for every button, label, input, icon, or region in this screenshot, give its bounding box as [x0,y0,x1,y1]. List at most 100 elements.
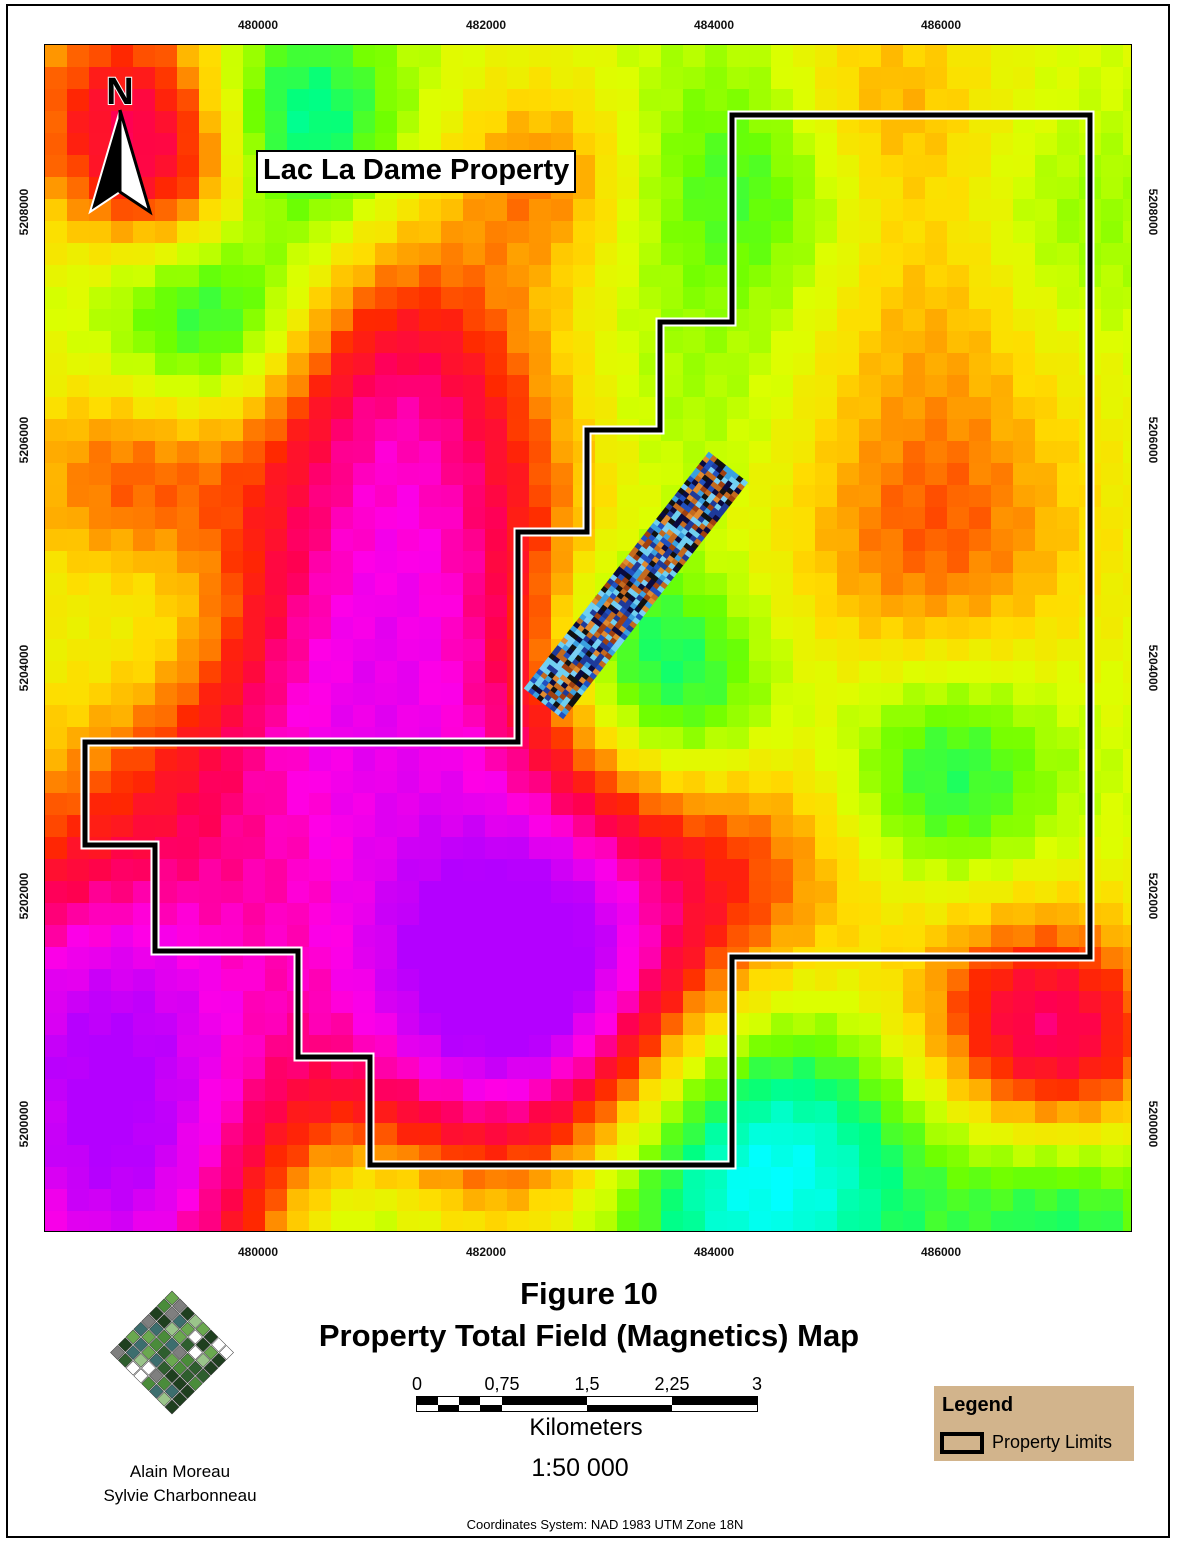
raster-cell [793,309,816,332]
raster-cell [375,771,398,794]
raster-cell [1057,133,1080,156]
raster-cell [991,529,1014,552]
raster-cell [1057,221,1080,244]
survey-cell [607,648,616,657]
raster-cell [1057,1035,1080,1058]
raster-cell [595,837,618,860]
raster-cell [441,1035,464,1058]
raster-cell [925,1013,948,1036]
raster-cell [529,947,552,970]
raster-cell [375,815,398,838]
raster-cell [727,881,750,904]
raster-cell [331,1167,354,1190]
raster-cell [859,133,882,156]
raster-cell [903,485,926,508]
raster-cell [331,749,354,772]
raster-cell [771,639,794,662]
raster-cell [947,177,970,200]
raster-cell [815,485,838,508]
raster-cell [287,1189,310,1212]
raster-cell [859,375,882,398]
raster-cell [1035,1211,1058,1231]
raster-cell [507,89,530,112]
logo-cell [156,1298,172,1314]
raster-cell [969,1189,992,1212]
raster-cell [1013,859,1036,882]
raster-cell [309,485,332,508]
north-arrow-icon: N [84,70,156,220]
raster-cell [155,67,178,90]
raster-cell [749,485,772,508]
raster-cell [89,947,112,970]
raster-cell [595,243,618,266]
raster-cell [969,837,992,860]
raster-cell [111,1101,134,1124]
survey-cell [647,596,656,605]
raster-cell [881,265,904,288]
raster-cell [375,661,398,684]
logo-cell [133,1321,149,1337]
raster-cell [573,925,596,948]
raster-cell [507,815,530,838]
raster-cell [463,265,486,288]
raster-cell [419,397,442,420]
raster-cell [617,903,640,926]
raster-cell [683,771,706,794]
raster-cell [485,309,508,332]
raster-cell [947,1167,970,1190]
magnetics-map[interactable] [44,44,1132,1232]
raster-cell [1057,287,1080,310]
raster-cell [45,485,68,508]
raster-cell [1013,133,1036,156]
survey-cell [659,581,669,590]
raster-cell [903,419,926,442]
raster-cell [353,463,376,486]
raster-cell [925,221,948,244]
raster-cell [551,1211,574,1231]
raster-cell [309,243,332,266]
raster-cell [111,991,134,1014]
raster-cell [507,287,530,310]
raster-cell [155,1101,178,1124]
raster-cell [947,727,970,750]
raster-cell [639,243,662,266]
raster-cell [67,419,90,442]
raster-cell [617,1123,640,1146]
raster-cell [661,1101,684,1124]
survey-cell [700,529,709,538]
raster-cell [375,903,398,926]
raster-cell [1057,925,1080,948]
raster-cell [815,881,838,904]
raster-cell [287,221,310,244]
raster-cell [309,595,332,618]
raster-cell [375,793,398,816]
raster-cell [89,353,112,376]
raster-cell [1013,1057,1036,1080]
raster-cell [419,1167,442,1190]
raster-cell [529,111,552,134]
raster-cell [287,1079,310,1102]
raster-cell [639,815,662,838]
raster-cell [1101,133,1124,156]
raster-cell [925,1145,948,1168]
raster-cell [661,1013,684,1036]
raster-cell [661,925,684,948]
raster-cell [991,1057,1014,1080]
raster-cell [177,859,200,882]
raster-cell [903,639,926,662]
raster-cell [485,925,508,948]
logo-cell [117,1337,133,1353]
raster-cell [661,133,684,156]
easting-tick-bottom: 486000 [920,1245,962,1259]
raster-cell [529,309,552,332]
raster-cell [45,111,68,134]
raster-cell [111,881,134,904]
raster-cell [287,133,310,156]
raster-cell [111,353,134,376]
raster-cell [859,243,882,266]
raster-cell [309,969,332,992]
raster-cell [309,221,332,244]
raster-cell [683,243,706,266]
raster-cell [991,749,1014,772]
raster-cell [837,45,860,68]
